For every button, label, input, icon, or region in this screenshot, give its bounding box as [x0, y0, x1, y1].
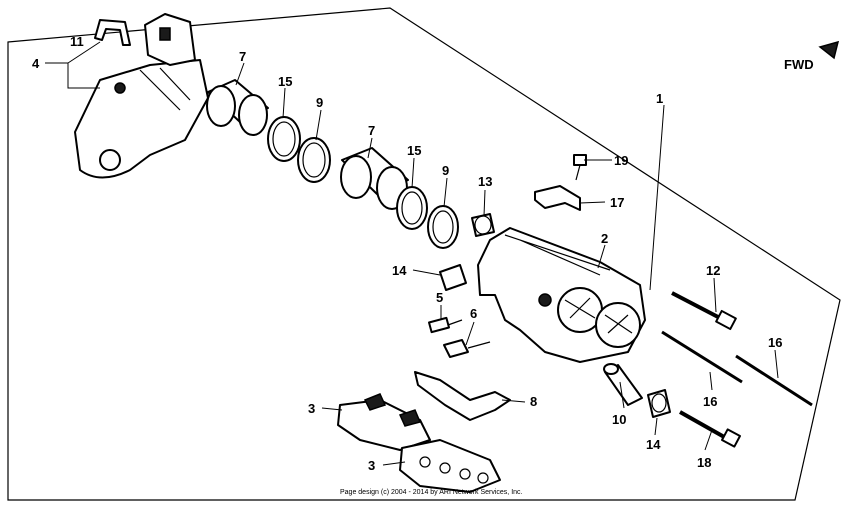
bolt-19	[573, 154, 587, 181]
callout-9b: 9	[442, 163, 449, 178]
callout-4: 4	[32, 56, 40, 71]
brake-pad-lower	[399, 439, 501, 493]
assembly-outline	[7, 7, 841, 501]
callout-16a: 16	[768, 335, 782, 350]
callout-17: 17	[610, 195, 624, 210]
callout-19: 19	[614, 153, 628, 168]
callout-10: 10	[612, 412, 626, 427]
callout-13: 13	[478, 174, 492, 189]
callout-3a: 3	[308, 401, 315, 416]
callout-11: 11	[70, 34, 84, 49]
caliper-body	[477, 227, 646, 363]
pin-bolt-12	[671, 291, 737, 331]
callout-14a: 14	[392, 263, 407, 278]
copyright-notice: Page design (c) 2004 - 2014 by ARI Netwo…	[340, 489, 523, 496]
callout-12: 12	[706, 263, 720, 278]
callout-6: 6	[470, 306, 477, 321]
bleeder-cap	[443, 339, 491, 358]
callout-16b: 16	[703, 394, 717, 409]
callout-9a: 9	[316, 95, 323, 110]
callouts: 1 2 3 3 4 5 6 7 7 8 9 9 10 11 12 13 14 1…	[32, 34, 782, 473]
pad-pin-16a	[661, 330, 743, 384]
pad-retainer-clip	[94, 19, 131, 46]
pad-pin-16b	[735, 354, 813, 407]
pad-spring	[414, 371, 511, 421]
callout-1: 1	[656, 91, 663, 106]
callout-5: 5	[436, 290, 443, 305]
boot-14-upper	[439, 264, 467, 291]
pin-sleeve	[603, 363, 643, 406]
callout-15a: 15	[278, 74, 292, 89]
piston-upper	[206, 79, 269, 136]
brake-pad-upper	[337, 393, 431, 451]
callout-15b: 15	[407, 143, 421, 158]
callout-18: 18	[697, 455, 711, 470]
boot-14-lower	[647, 389, 671, 418]
pin-bolt-18	[679, 410, 741, 448]
fwd-label: FWD	[784, 57, 814, 72]
callout-14b: 14	[646, 437, 661, 452]
caliper-bracket	[74, 13, 209, 179]
callout-3b: 3	[368, 458, 375, 473]
retainer-17	[534, 185, 581, 211]
bleeder-valve	[428, 316, 463, 334]
leader-lines	[45, 41, 779, 466]
fwd-arrow-icon	[818, 40, 840, 60]
callout-7b: 7	[368, 123, 375, 138]
forward-direction-arrow: FWD	[784, 40, 840, 72]
callout-2: 2	[601, 231, 608, 246]
boot-13	[471, 213, 495, 237]
callout-7a: 7	[239, 49, 246, 64]
callout-8: 8	[530, 394, 537, 409]
